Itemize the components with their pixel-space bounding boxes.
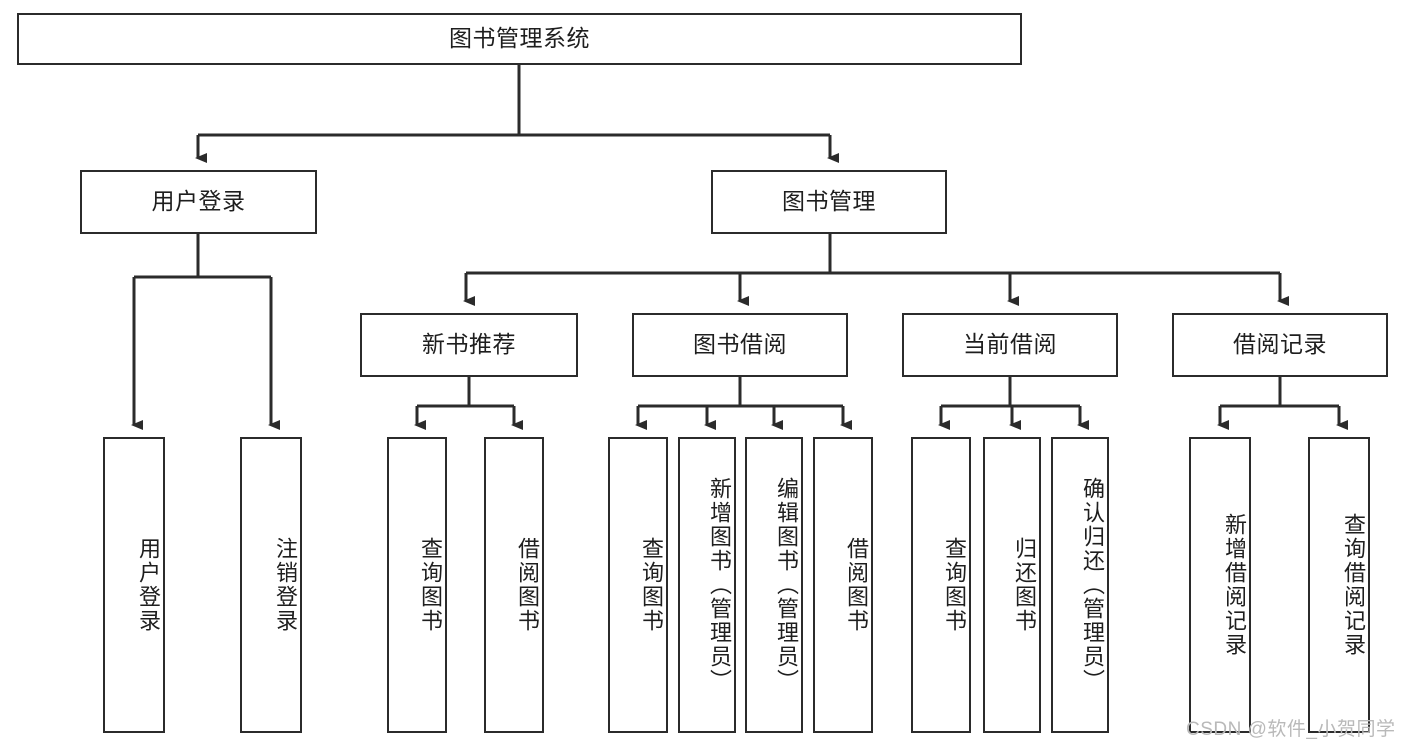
node-root-label: 图书管理系统 bbox=[449, 25, 590, 52]
leaf-current-query-book[interactable]: 查询图书 bbox=[911, 437, 971, 733]
leaf-current-return-book-label: 归还图书 bbox=[1012, 537, 1037, 633]
leaf-user-login[interactable]: 用户登录 bbox=[103, 437, 165, 733]
node-book-borrow[interactable]: 图书借阅 bbox=[632, 313, 848, 377]
node-borrow-record[interactable]: 借阅记录 bbox=[1172, 313, 1388, 377]
node-user-login[interactable]: 用户登录 bbox=[80, 170, 317, 234]
leaf-borrow-lend-book-label: 借阅图书 bbox=[844, 537, 869, 633]
leaf-newbook-borrow-book-label: 借阅图书 bbox=[515, 537, 540, 633]
leaf-record-query-record-label: 查询借阅记录 bbox=[1341, 513, 1366, 657]
leaf-borrow-edit-book-admin-label: 编辑图书（管理员） bbox=[774, 477, 799, 693]
node-book-management-label: 图书管理 bbox=[782, 188, 876, 215]
leaf-borrow-add-book-admin-label: 新增图书（管理员） bbox=[707, 477, 732, 693]
leaf-newbook-query-book[interactable]: 查询图书 bbox=[387, 437, 447, 733]
leaf-newbook-borrow-book[interactable]: 借阅图书 bbox=[484, 437, 544, 733]
leaf-borrow-edit-book-admin[interactable]: 编辑图书（管理员） bbox=[745, 437, 803, 733]
node-current-borrow-label: 当前借阅 bbox=[963, 331, 1057, 358]
leaf-newbook-query-book-label: 查询图书 bbox=[418, 537, 443, 633]
leaf-current-confirm-return-admin[interactable]: 确认归还（管理员） bbox=[1051, 437, 1109, 733]
leaf-record-add-record[interactable]: 新增借阅记录 bbox=[1189, 437, 1251, 733]
node-book-borrow-label: 图书借阅 bbox=[693, 331, 787, 358]
csdn-watermark: CSDN @软件_小贺同学 bbox=[1186, 719, 1396, 740]
leaf-current-return-book[interactable]: 归还图书 bbox=[983, 437, 1041, 733]
node-current-borrow[interactable]: 当前借阅 bbox=[902, 313, 1118, 377]
leaf-user-login-label: 用户登录 bbox=[136, 537, 161, 633]
leaf-record-query-record[interactable]: 查询借阅记录 bbox=[1308, 437, 1370, 733]
leaf-borrow-add-book-admin[interactable]: 新增图书（管理员） bbox=[678, 437, 736, 733]
node-book-management[interactable]: 图书管理 bbox=[711, 170, 947, 234]
node-new-book-recommend-label: 新书推荐 bbox=[422, 331, 516, 358]
leaf-current-confirm-return-admin-label: 确认归还（管理员） bbox=[1080, 477, 1105, 693]
leaf-user-logout[interactable]: 注销登录 bbox=[240, 437, 302, 733]
leaf-current-query-book-label: 查询图书 bbox=[942, 537, 967, 633]
leaf-user-logout-label: 注销登录 bbox=[273, 537, 298, 633]
leaf-record-add-record-label: 新增借阅记录 bbox=[1222, 513, 1247, 657]
leaf-borrow-query-book[interactable]: 查询图书 bbox=[608, 437, 668, 733]
node-borrow-record-label: 借阅记录 bbox=[1233, 331, 1327, 358]
node-root[interactable]: 图书管理系统 bbox=[17, 13, 1022, 65]
node-new-book-recommend[interactable]: 新书推荐 bbox=[360, 313, 578, 377]
node-user-login-label: 用户登录 bbox=[151, 188, 246, 215]
leaf-borrow-lend-book[interactable]: 借阅图书 bbox=[813, 437, 873, 733]
leaf-borrow-query-book-label: 查询图书 bbox=[639, 537, 664, 633]
